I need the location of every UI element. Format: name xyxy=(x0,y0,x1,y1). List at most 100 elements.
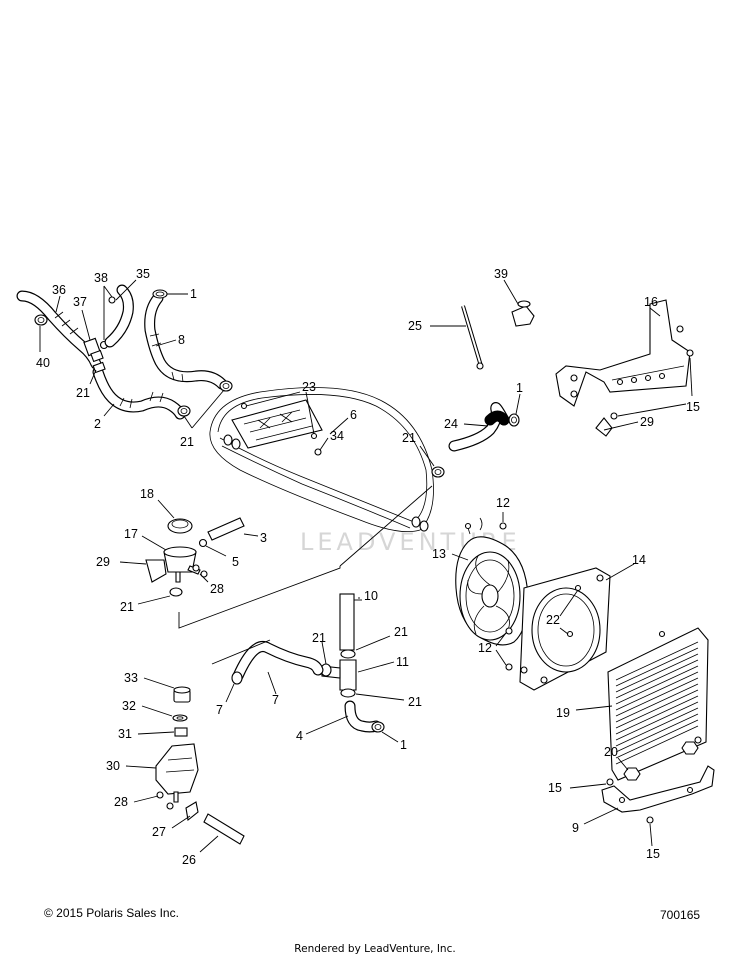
callout-21-left-bottom: 7 xyxy=(216,683,235,717)
svg-text:10: 10 xyxy=(364,589,378,603)
filler-neck-17 xyxy=(163,546,201,583)
cap-18 xyxy=(167,518,193,534)
callout-15-bottom: 15 xyxy=(646,823,660,861)
svg-text:15: 15 xyxy=(646,847,660,861)
callout-15-top: 15 xyxy=(617,357,700,417)
screws-15-bottom xyxy=(606,778,654,824)
svg-text:16: 16 xyxy=(644,295,658,309)
bracket-9 xyxy=(601,765,715,813)
seal-32 xyxy=(172,714,188,722)
callout-2: 2 xyxy=(94,403,115,431)
coupling-37 xyxy=(83,337,104,363)
callout-37: 37 xyxy=(73,295,91,341)
callout-17: 17 xyxy=(124,527,167,551)
svg-text:5: 5 xyxy=(232,555,239,569)
clamp-21-left-bottom xyxy=(231,671,243,685)
svg-text:9: 9 xyxy=(572,821,579,835)
tube-3 xyxy=(207,517,245,541)
callout-30: 30 xyxy=(106,759,157,773)
svg-text:26: 26 xyxy=(182,853,196,867)
reservoir-30 xyxy=(155,743,199,803)
callout-1-right: 1 xyxy=(515,381,523,415)
svg-text:12: 12 xyxy=(478,641,492,655)
elbow-4 xyxy=(344,700,382,733)
hose-35 xyxy=(104,284,134,348)
svg-text:21: 21 xyxy=(402,431,416,445)
clamp-21-center-top xyxy=(340,649,356,659)
svg-text:6: 6 xyxy=(350,408,357,422)
svg-text:37: 37 xyxy=(73,295,87,309)
clamp-1-bottom xyxy=(371,721,385,733)
svg-text:31: 31 xyxy=(118,727,132,741)
radiator-19 xyxy=(607,627,709,781)
clamp-21-center-bottom xyxy=(340,688,356,698)
callout-25: 25 xyxy=(408,319,466,333)
svg-text:21: 21 xyxy=(394,625,408,639)
callout-8: 8 xyxy=(155,333,185,347)
svg-text:15: 15 xyxy=(686,400,700,414)
callout-20: 20 xyxy=(604,745,629,771)
svg-text:36: 36 xyxy=(52,283,66,297)
svg-text:1: 1 xyxy=(516,381,523,395)
svg-text:40: 40 xyxy=(36,356,50,370)
callout-23: 23 xyxy=(245,380,316,435)
callout-18: 18 xyxy=(140,487,175,519)
svg-text:21: 21 xyxy=(180,435,194,449)
callout-21-center-left: 21 xyxy=(312,631,327,665)
callout-36: 36 xyxy=(52,283,66,313)
callout-29-left: 29 xyxy=(96,555,147,569)
svg-text:19: 19 xyxy=(556,706,570,720)
svg-text:13: 13 xyxy=(432,547,446,561)
svg-text:35: 35 xyxy=(136,267,150,281)
hose-24 xyxy=(448,402,510,452)
screws-28-bottom xyxy=(156,791,174,810)
clamp-1-top xyxy=(152,289,168,299)
callout-3: 3 xyxy=(243,531,267,545)
cap-33 xyxy=(173,686,191,703)
svg-text:22: 22 xyxy=(546,613,560,627)
svg-text:21: 21 xyxy=(408,695,422,709)
svg-text:2: 2 xyxy=(94,417,101,431)
callout-1-top: 1 xyxy=(167,287,197,301)
svg-text:28: 28 xyxy=(114,795,128,809)
diagram-number: 700165 xyxy=(660,908,701,922)
svg-text:29: 29 xyxy=(640,415,654,429)
callout-10: 10 xyxy=(354,589,378,603)
hose-26 xyxy=(203,813,245,845)
screws-28-middle xyxy=(192,564,208,578)
callout-39: 39 xyxy=(494,267,519,305)
clamp-1-right xyxy=(508,413,520,427)
svg-text:33: 33 xyxy=(124,671,138,685)
svg-text:15: 15 xyxy=(548,781,562,795)
callout-21-a: 21 xyxy=(76,369,97,400)
callout-26: 26 xyxy=(182,835,219,867)
screws-12-bottom xyxy=(505,627,513,671)
svg-text:1: 1 xyxy=(400,738,407,752)
svg-text:18: 18 xyxy=(140,487,154,501)
cooling-tubes-6 xyxy=(209,387,434,533)
hose-2 xyxy=(92,366,186,420)
svg-text:8: 8 xyxy=(178,333,185,347)
svg-text:32: 32 xyxy=(122,699,136,713)
callout-12-bottom: 12 xyxy=(478,632,507,666)
svg-text:21: 21 xyxy=(76,386,90,400)
callout-24: 24 xyxy=(444,417,489,431)
callout-21-b: 21 xyxy=(180,389,225,449)
svg-text:29: 29 xyxy=(96,555,110,569)
fan-13 xyxy=(455,517,529,646)
callout-31: 31 xyxy=(118,727,175,741)
callout-11: 11 xyxy=(357,655,409,673)
callout-14: 14 xyxy=(605,553,646,581)
callout-12-top: 12 xyxy=(496,496,510,510)
svg-text:39: 39 xyxy=(494,267,508,281)
svg-text:11: 11 xyxy=(396,655,409,669)
bracket-29-right xyxy=(595,417,613,437)
shroud-14 xyxy=(519,567,611,691)
hose-7 xyxy=(232,641,324,682)
callout-21-center-top: 21 xyxy=(355,625,408,651)
cap-39 xyxy=(511,300,535,327)
svg-text:21: 21 xyxy=(120,600,134,614)
callout-13: 13 xyxy=(432,547,469,561)
callout-16: 16 xyxy=(644,295,661,317)
